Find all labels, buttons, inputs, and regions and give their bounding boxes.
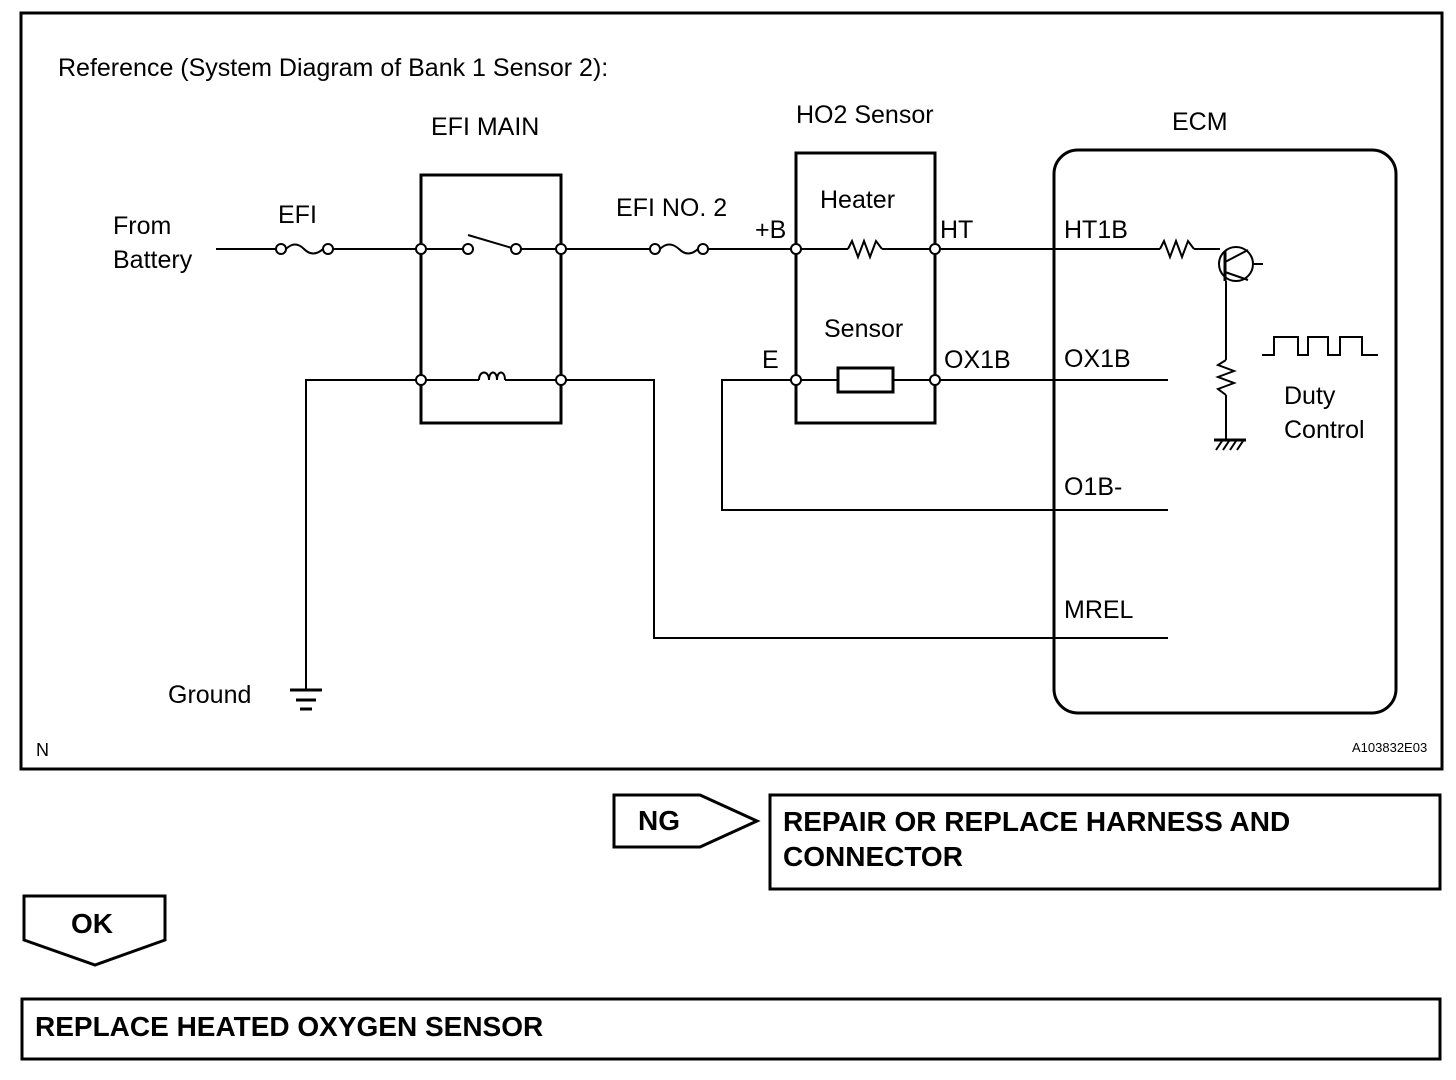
mrel-wire: [566, 379, 1168, 639]
from-battery-label-line1: From: [113, 212, 171, 240]
efi-no2-label: EFI NO. 2: [616, 194, 727, 222]
ecm-pulldown-resistor: [1215, 359, 1237, 440]
ecm-transistor: [1218, 246, 1263, 360]
efi-fuse: [275, 243, 334, 255]
ox1b-node: [929, 374, 941, 386]
plus-b-node: [790, 243, 802, 255]
e-node: [790, 374, 802, 386]
heater-resistor: [801, 238, 930, 260]
efi-no2-fuse: [649, 243, 709, 255]
reference-title: Reference (System Diagram of Bank 1 Sens…: [58, 54, 608, 82]
ground-symbol: [290, 688, 322, 711]
ecm-ox1b-label: OX1B: [1064, 345, 1131, 373]
ho2-sensor-box: [794, 151, 937, 425]
ok-result-box: [20, 997, 1442, 1061]
relay-coil: [427, 371, 555, 381]
relay-node-out: [555, 243, 567, 255]
ecm-drive-resistor: [1159, 238, 1220, 260]
ecm-ground-symbol: [1214, 438, 1246, 451]
efi-fuse-label: EFI: [278, 201, 317, 229]
coil-node-left: [415, 374, 427, 386]
ok-result-label: REPLACE HEATED OXYGEN SENSOR: [35, 1011, 543, 1042]
ng-tag: [612, 793, 761, 849]
ground-label: Ground: [168, 681, 251, 709]
pin-e-label: E: [762, 346, 779, 374]
ecm-o1b-minus-label: O1B-: [1064, 473, 1122, 501]
pin-ox1b-sensor-label: OX1B: [944, 346, 1011, 374]
heater-label: Heater: [820, 186, 895, 214]
ht-node: [929, 243, 941, 255]
ecm-box: [1052, 148, 1398, 715]
ng-label: NG: [638, 805, 680, 836]
duty-label-line2: Control: [1284, 416, 1365, 444]
from-battery-label-line2: Battery: [113, 246, 193, 274]
relay-node-in: [415, 243, 427, 255]
ho2-sensor-label: HO2 Sensor: [796, 101, 934, 129]
ok-label: OK: [71, 908, 113, 939]
sensor-label: Sensor: [824, 315, 903, 343]
ng-result-box: [768, 793, 1442, 891]
ground-wire: [305, 379, 416, 690]
figure-code: A103832E03: [1352, 740, 1427, 755]
ok-tag: [22, 894, 167, 967]
o1b-minus-wire: [721, 379, 1168, 511]
pin-ht-label: HT: [940, 216, 973, 244]
efi-main-label: EFI MAIN: [431, 113, 539, 141]
sensor-element: [801, 366, 930, 394]
efi-main-relay-box: [419, 173, 563, 425]
ecm-label: ECM: [1172, 108, 1228, 136]
corner-n-label: N: [36, 740, 49, 760]
ecm-ht1b-label: HT1B: [1064, 216, 1128, 244]
ng-result-line1: REPAIR OR REPLACE HARNESS AND: [783, 806, 1290, 837]
relay-switch: [427, 234, 556, 255]
duty-waveform: [1262, 336, 1378, 356]
coil-node-right: [555, 374, 567, 386]
pin-plus-b-label: +B: [755, 216, 786, 244]
ng-result-line2: CONNECTOR: [783, 841, 963, 872]
ecm-mrel-label: MREL: [1064, 596, 1134, 624]
duty-label-line1: Duty: [1284, 382, 1336, 410]
diagram-frame: [19, 11, 1444, 771]
